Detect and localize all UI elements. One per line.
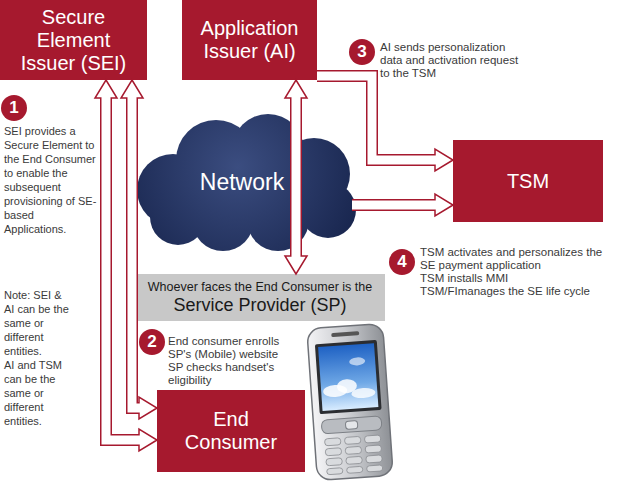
hollow-arrow: [95, 80, 157, 451]
node-label: Secure Element Issuer (SEI): [12, 6, 136, 75]
callout-text: Note: SEI & AI can be the same or differ…: [4, 288, 72, 358]
hollow-arrow: [285, 80, 307, 274]
hollow-arrow: [317, 76, 453, 171]
node-label: End Consumer: [176, 408, 286, 454]
issuer-box: Secure Element Issuer (SEI): [0, 0, 147, 80]
callout-text: AI and TSM can be the same or different …: [4, 358, 72, 428]
node-label: Network: [200, 169, 284, 195]
callout-text: End consumer enrolls SP's (Mobile) websi…: [168, 335, 293, 361]
node-label: Application Issuer (AI): [191, 17, 309, 63]
tsm-box: TSM: [453, 140, 603, 222]
consumer-box: End Consumer: [157, 390, 305, 472]
role-band: Whoever faces the End Consumer is theSer…: [135, 274, 385, 321]
network-cloud: Network: [128, 112, 356, 252]
hollow-arrow: [352, 194, 453, 216]
callout-number: 4: [389, 249, 415, 275]
callout-text: SP checks handset's eligibility: [168, 361, 293, 387]
callout-text: TSM/FImanages the SE life cycle: [420, 285, 610, 298]
hollow-arrow: [121, 80, 157, 419]
node-label: Service Provider (SP): [173, 295, 346, 316]
callout-number: 2: [139, 329, 165, 355]
mobile-phone-illustration: [300, 320, 400, 484]
node-label: TSM: [507, 170, 549, 193]
callout-text: AI sends personalization data and activa…: [380, 41, 528, 80]
callout-text: TSM installs MMI: [420, 272, 610, 285]
issuer-box: Application Issuer (AI): [182, 0, 317, 80]
callout-number: 3: [349, 39, 375, 65]
node-label: Whoever faces the End Consumer is the: [148, 280, 372, 295]
callout-text: SEI provides a Secure Element to the End…: [4, 124, 98, 236]
callout-text: TSM activates and personalizes the SE pa…: [420, 246, 610, 272]
callout-number: 1: [1, 95, 27, 121]
